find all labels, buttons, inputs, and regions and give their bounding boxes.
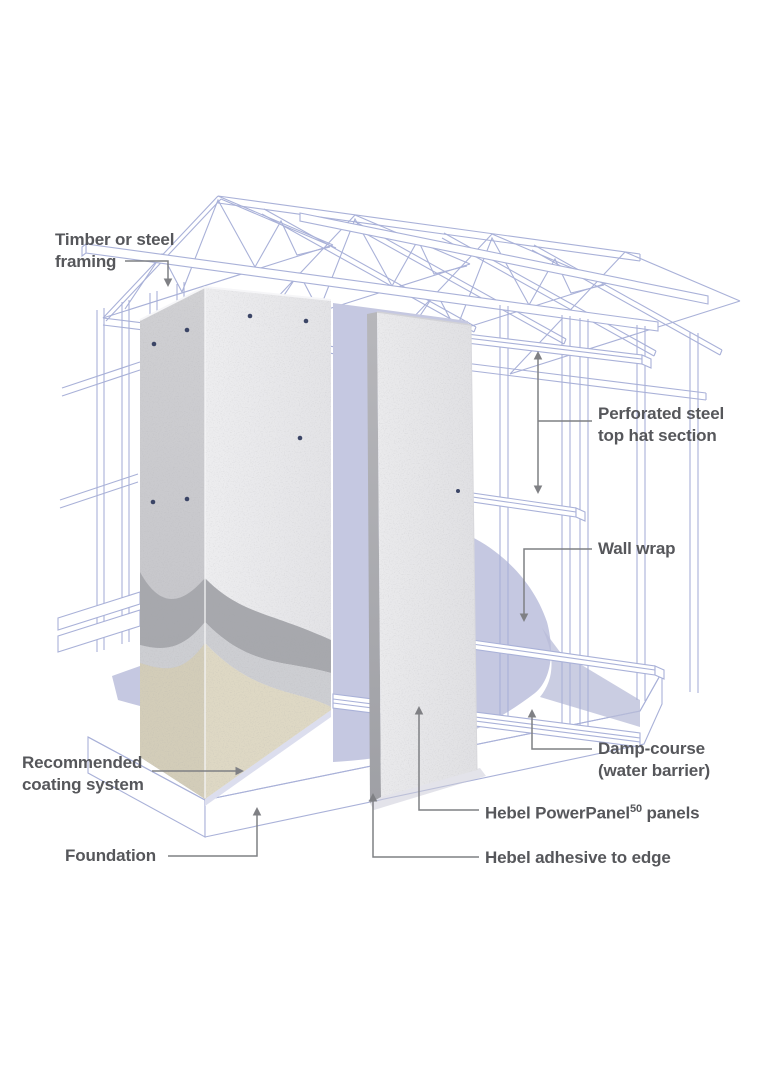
label-line: framing — [55, 251, 117, 271]
label-line: coating system — [22, 774, 144, 794]
label-adhesive: Hebel adhesive to edge — [485, 847, 671, 869]
label-coating-system: Recommended coating system — [22, 752, 144, 795]
label-damp-course: Damp-course (water barrier) — [598, 738, 710, 781]
arrow-up-icon — [533, 351, 543, 360]
arrow-up-icon — [527, 709, 537, 718]
label-line: Recommended — [22, 753, 143, 772]
label-line: (water barrier) — [598, 760, 711, 780]
arrow-up-icon — [414, 706, 424, 715]
label-line: Damp-course — [598, 739, 705, 758]
label-timber-framing: Timber or steel framing — [55, 229, 174, 272]
superscript: 50 — [630, 803, 642, 815]
panel-fixing-dots — [150, 313, 309, 505]
label-foundation: Foundation — [65, 845, 156, 867]
label-wall-wrap: Wall wrap — [598, 538, 676, 560]
arrow-down-icon — [163, 278, 173, 287]
power-panel-detached — [367, 311, 486, 810]
arrow-up-icon — [252, 807, 262, 816]
arrow-down-icon — [533, 485, 543, 494]
label-line: Wall wrap — [598, 539, 676, 558]
arrow-down-icon — [519, 613, 529, 622]
power-panel-corner — [139, 285, 332, 799]
label-power-panel: Hebel PowerPanel50 panels — [485, 803, 700, 823]
label-line: Timber or steel — [55, 230, 175, 249]
purlin-beam — [299, 212, 709, 305]
leader-lines — [125, 260, 592, 858]
label-line: Foundation — [65, 846, 157, 865]
label-line: Hebel adhesive to edge — [485, 848, 671, 867]
label-line: Perforated steel — [598, 404, 725, 423]
label-top-hat-section: Perforated steel top hat section — [598, 403, 724, 446]
arrow-up-icon — [368, 793, 378, 802]
label-line: top hat section — [598, 425, 717, 445]
arrow-right-icon — [235, 766, 244, 776]
